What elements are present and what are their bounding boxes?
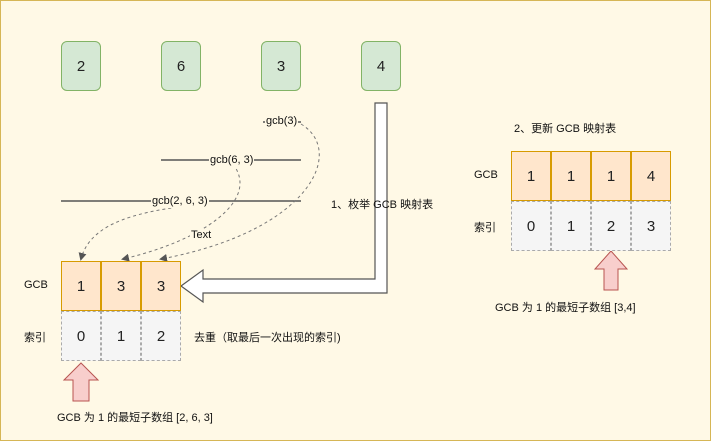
connector-to-cell-0 [78,203,202,261]
left-caption: GCB 为 1 的最短子数组 [2, 6, 3] [57,412,213,424]
number-box-2: 6 [161,41,201,91]
step2-label: 2、更新 GCB 映射表 [514,123,617,135]
right-gcb-cell-3: 4 [631,151,671,201]
number-box-3: 3 [261,41,301,91]
left-index-cell-1: 1 [101,311,141,361]
left-gcb-cell-0: 1 [61,261,101,311]
right-index-cell-3: 3 [631,201,671,251]
left-index-cell-2: 2 [141,311,181,361]
right-caption: GCB 为 1 的最短子数组 [3,4] [495,302,636,314]
edge-label-text: Text [190,229,213,242]
pointer-arrow-left [62,362,100,402]
step1-label: 1、枚举 GCB 映射表 [331,199,434,211]
pointer-arrow-right [593,250,629,291]
flow-arrow [179,102,388,304]
right-gcb-row-label: GCB [474,169,498,181]
left-gcb-row-label: GCB [24,279,48,291]
connector-to-cell-2 [159,123,320,262]
right-gcb-cell-1: 1 [551,151,591,201]
right-index-cell-2: 2 [591,201,631,251]
right-index-row-label: 索引 [474,222,496,234]
right-index-cell-0: 0 [511,201,551,251]
left-gcb-cell-2: 3 [141,261,181,311]
number-box-1: 2 [61,41,101,91]
left-index-cell-0: 0 [61,311,101,361]
right-gcb-cell-2: 1 [591,151,631,201]
edge-label-gcb263: gcb(2, 6, 3) [151,195,209,208]
edge-label-gcb63: gcb(6, 3) [209,154,255,167]
right-index-cell-1: 1 [551,201,591,251]
connector-to-cell-1 [121,163,241,262]
right-gcb-cell-0: 1 [511,151,551,201]
edge-label-gcb3: gcb(3) [265,115,299,128]
dedupe-note: 去重（取最后一次出现的索引) [194,332,341,344]
number-box-4: 4 [361,41,401,91]
left-index-row-label: 索引 [24,332,46,344]
left-gcb-cell-1: 3 [101,261,141,311]
